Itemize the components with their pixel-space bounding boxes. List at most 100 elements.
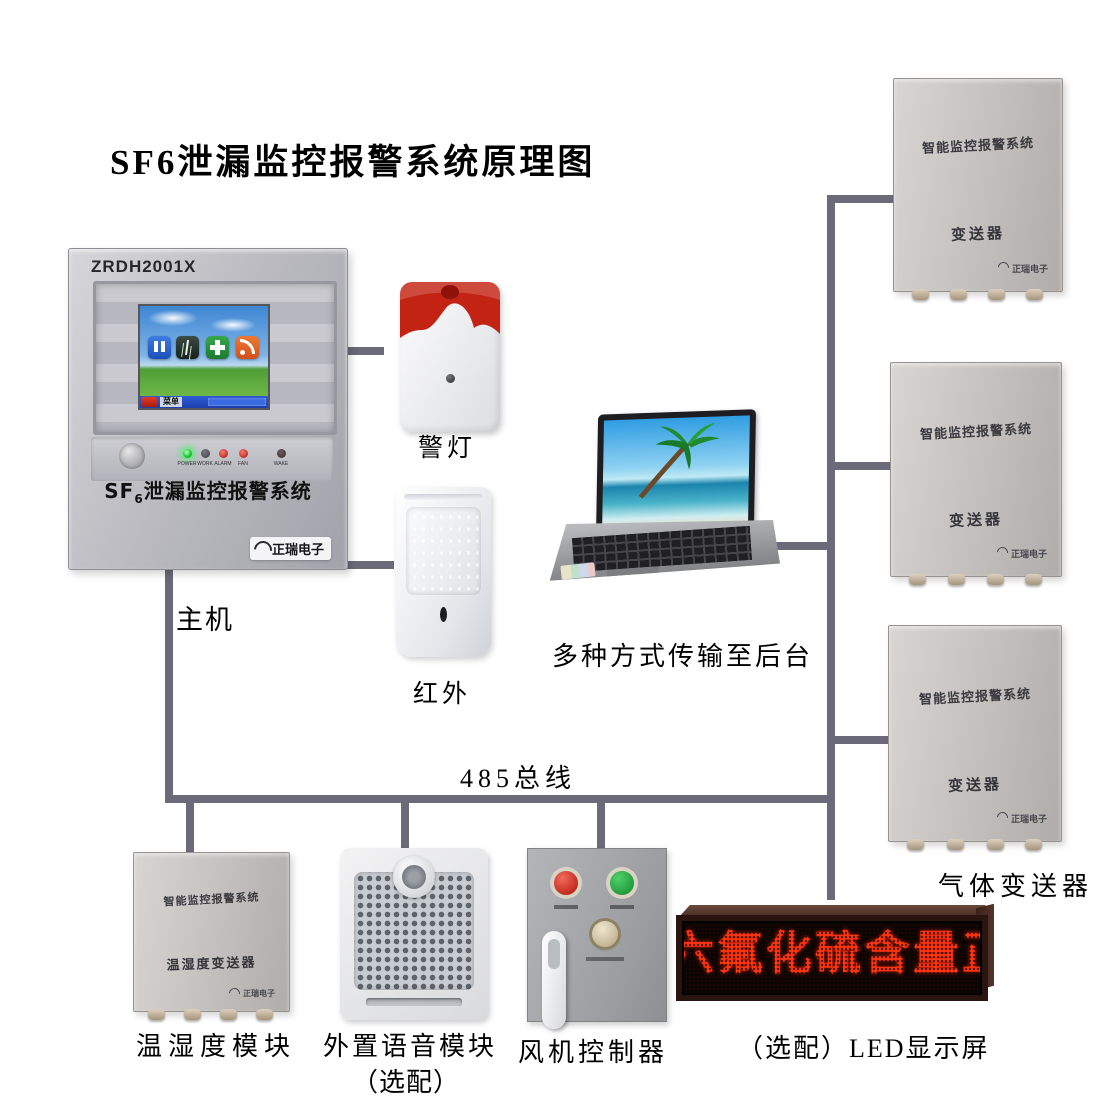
temp-module-line2: 温湿度变送器 (166, 954, 257, 973)
start-button-icon (610, 871, 634, 895)
infrared-top-cap (404, 494, 483, 500)
bus-485-label: 485总线 (460, 764, 577, 793)
voice-module-caption: 外置语音模块 (323, 1032, 498, 1061)
gas-transmitter-3: 智能监控报警系统 变送器 正瑞电子 (888, 625, 1062, 850)
rss-icon (236, 336, 259, 359)
brand-logo: 正瑞电子 (994, 544, 1047, 561)
led-fan (239, 449, 248, 458)
screen-taskbar: 菜单 (140, 396, 268, 408)
model-label: ZRDH2001X (91, 257, 197, 276)
plant-icon (176, 336, 199, 359)
cable-gland-icon (948, 574, 965, 585)
cable-gland-icon (148, 1009, 165, 1020)
cable-gland-icon (907, 839, 924, 850)
knob-mark (586, 957, 624, 961)
screw-icon (446, 374, 455, 383)
cable-gland-icon (256, 1009, 273, 1020)
connector-bus-to-temp-module (186, 803, 194, 853)
temp-humidity-module: 智能监控报警系统 温湿度变送器 正瑞电子 (133, 852, 290, 1020)
transmitter-line1: 智能监控报警系统 (919, 421, 1033, 442)
led-power (183, 449, 192, 458)
led-alarm-label: ALARM (214, 461, 232, 467)
gas-transmitter-caption: 气体变送器 (938, 872, 1094, 901)
button-mark (554, 905, 578, 909)
connector-trunk-to-transmitter-1 (835, 195, 893, 203)
gas-transmitter-1: 智能监控报警系统 变送器 正瑞电子 (893, 78, 1063, 300)
led-power-label: POWER (177, 461, 197, 467)
led-display-device: 六氟化硫含量正 (676, 915, 988, 1001)
alarm-light-device (400, 282, 500, 432)
cable-gland-icon (987, 574, 1004, 585)
host-label: 主机 (176, 605, 234, 635)
speaker-grille (354, 872, 474, 990)
selector-knob-icon (592, 921, 618, 947)
transmitter-line1: 智能监控报警系统 (921, 135, 1035, 156)
laptop-touchpad (606, 566, 660, 581)
connector-laptop-to-trunk (770, 542, 827, 550)
tweeter-icon (393, 856, 435, 898)
taskbar-menu-label: 菜单 (160, 397, 182, 407)
gas-transmitter-2: 智能监控报警系统 变送器 正瑞电子 (890, 362, 1062, 585)
brand-logo: 正瑞电子 (226, 985, 275, 1002)
buzzer-icon (119, 443, 145, 469)
transmitter-line2: 变送器 (948, 512, 1004, 530)
cloud-decor (210, 318, 256, 332)
diagram-title: SF6泄漏监控报警系统原理图 (110, 143, 596, 182)
fan-controller-device (527, 848, 667, 1029)
brand-logo: 正瑞电子 (994, 809, 1047, 826)
led-display-caption: （选配）LED显示屏 (737, 1034, 990, 1063)
led-wake (277, 449, 286, 458)
led-work-label: WORK (197, 461, 213, 467)
laptop-keyboard (572, 525, 752, 573)
brand-text: 正瑞电子 (1010, 549, 1047, 559)
laptop-device (545, 409, 780, 592)
cable-gland-icon (912, 289, 929, 300)
cloud-decor (148, 310, 198, 326)
brand-text: 正瑞电子 (243, 989, 275, 998)
led-wake-label: WAKE (273, 461, 289, 467)
temp-module-caption: 温湿度模块 (136, 1032, 297, 1061)
connector-main-to-infrared (332, 561, 394, 569)
connector-trunk-to-transmitter-2 (835, 462, 890, 470)
led-dot-mask (684, 923, 980, 993)
zrm-arc-icon (994, 544, 1011, 561)
connector-trunk-to-transmitter-3 (835, 736, 888, 744)
start-button-icon (141, 397, 157, 407)
connector-485-bus (165, 795, 835, 803)
laptop-sticker (560, 562, 596, 580)
led-fan-label: FAN (238, 461, 248, 467)
plus-icon (206, 336, 229, 359)
connector-trunk-vertical (827, 195, 835, 900)
speaker-slot (366, 998, 462, 1006)
palm-tree-icon (638, 422, 720, 499)
infrared-lens-window (406, 507, 481, 595)
button-mark (610, 905, 634, 909)
led-matrix-screen: 六氟化硫含量正 (684, 923, 980, 993)
door-handle-icon (542, 931, 566, 1029)
panel-title-sub: 6 (134, 492, 144, 506)
main-host-device: ZRDH2001X 菜单 POWER (68, 248, 348, 570)
laptop-screen (595, 409, 757, 537)
laptop-base (549, 520, 780, 581)
zrm-arc-icon (226, 985, 243, 1002)
infrared-led-hole (440, 607, 447, 622)
beach-wallpaper (602, 415, 750, 529)
connector-main-to-alarm (332, 347, 384, 355)
taskbar-clock-area (208, 398, 266, 406)
voice-speaker-device (340, 848, 488, 1020)
infrared-label: 红外 (413, 681, 472, 708)
pause-icon (148, 336, 171, 359)
led-work (201, 449, 210, 458)
cable-gland-icon (184, 1009, 201, 1020)
alarm-red-dome (400, 282, 500, 338)
cable-gland-icon (947, 839, 964, 850)
indicator-band: POWER WORK ALARM FAN WAKE (91, 437, 333, 481)
fan-controller-caption: 风机控制器 (518, 1038, 669, 1067)
connector-bus-to-voice-module (401, 803, 409, 849)
stop-button-icon (554, 871, 578, 895)
cable-gland-icon (988, 289, 1005, 300)
laptop-caption: 多种方式传输至后台 (552, 642, 814, 671)
zrm-arc-icon (994, 809, 1011, 826)
alarm-light-label: 警灯 (418, 435, 477, 462)
